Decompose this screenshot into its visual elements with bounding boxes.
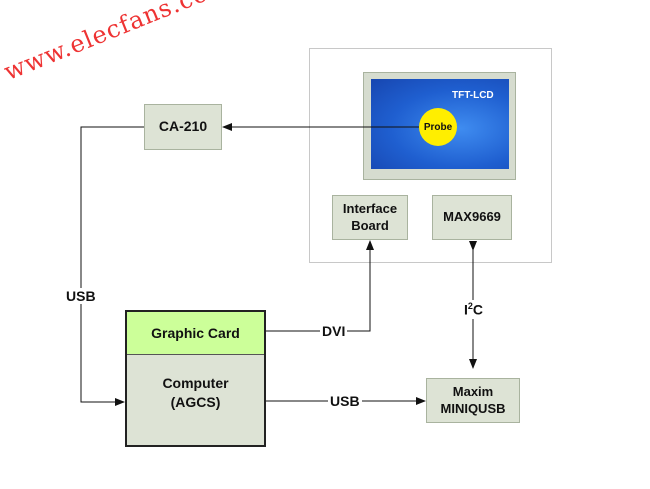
dvi-label: DVI: [320, 323, 348, 339]
probe-label: Probe: [423, 121, 453, 133]
ca210-block: CA-210: [144, 104, 222, 150]
maxim-miniqusb-block: Maxim MINIQUSB: [426, 378, 520, 423]
computer-block: Graphic Card Computer (AGCS): [125, 310, 266, 447]
interface-board-block: Interface Board: [332, 195, 408, 240]
ca210-to-computer-arrow: [80, 126, 144, 406]
tft-lcd-label: TFT-LCD: [452, 90, 494, 101]
dvi-arrow: [266, 240, 374, 332]
maxim-miniqusb-label: Maxim MINIQUSB: [440, 384, 506, 416]
i2c-label: I2C: [462, 300, 486, 319]
computer-section: Computer (AGCS): [127, 355, 264, 445]
usb-left-label: USB: [64, 288, 98, 304]
probe-circle: Probe: [419, 108, 457, 146]
graphic-card-section: Graphic Card: [127, 312, 264, 355]
max9669-label: MAX9669: [443, 209, 501, 225]
max9669-block: MAX9669: [432, 195, 512, 240]
i2c-label-i: I: [464, 301, 468, 318]
computer-label: Computer (AGCS): [162, 375, 229, 410]
i2c-label-superscript: 2: [467, 301, 473, 311]
graphic-card-label: Graphic Card: [151, 325, 240, 341]
i2c-label-c: C: [472, 301, 484, 318]
usb-bottom-label: USB: [328, 393, 362, 409]
interface-board-label: Interface Board: [342, 201, 398, 233]
ca210-label: CA-210: [158, 118, 208, 135]
